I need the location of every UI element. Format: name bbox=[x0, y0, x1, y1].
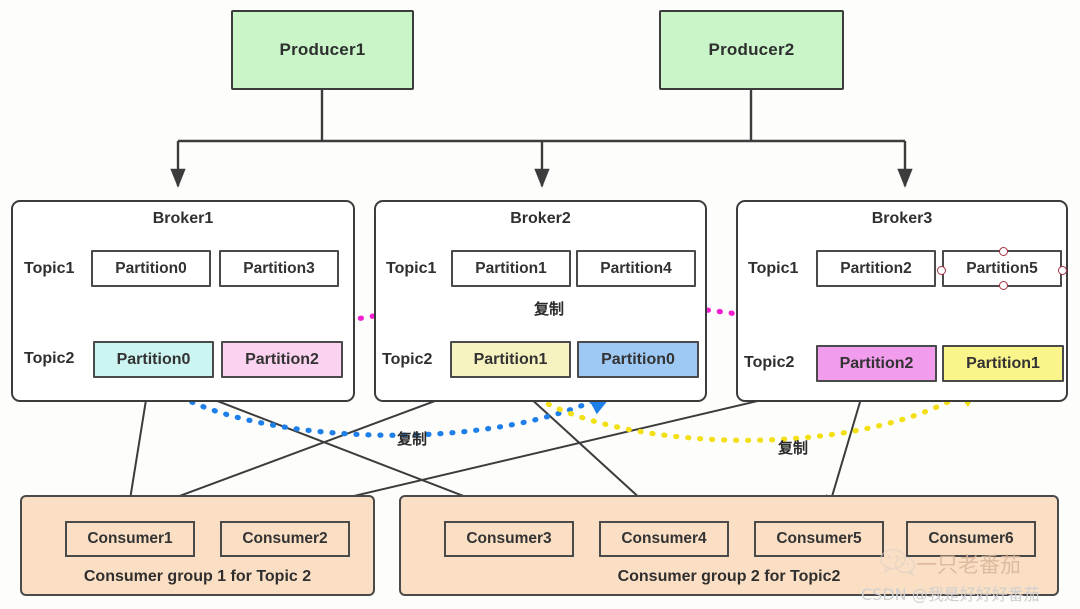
consumer-label: Consumer6 bbox=[928, 530, 1014, 547]
producer-1-label: Producer1 bbox=[279, 40, 366, 59]
selection-handle-right[interactable] bbox=[1058, 266, 1067, 275]
selection-handle-top[interactable] bbox=[999, 247, 1008, 256]
broker-1-topic1-label: Topic1 bbox=[24, 260, 75, 277]
broker-1-topic1-partition-1[interactable]: Partition3 bbox=[219, 250, 339, 287]
broker-3-container[interactable]: Broker3 Topic1 Partition2 Partition5 Top… bbox=[736, 200, 1068, 402]
consumer-2-box[interactable]: Consumer2 bbox=[220, 521, 350, 557]
consumer-5-box[interactable]: Consumer5 bbox=[754, 521, 884, 557]
partition-label: Partition0 bbox=[601, 350, 675, 368]
partition-label: Partition3 bbox=[243, 259, 315, 277]
selection-handle-left[interactable] bbox=[937, 266, 946, 275]
broker-3-topic2-label: Topic2 bbox=[744, 354, 795, 371]
producer-2-label: Producer2 bbox=[708, 40, 795, 59]
broker-2-topic2-label: Topic2 bbox=[382, 351, 433, 368]
broker-3-title: Broker3 bbox=[871, 210, 933, 227]
partition-label: Partition1 bbox=[966, 354, 1040, 372]
consumer-group-1-label: Consumer group 1 for Topic 2 bbox=[83, 568, 312, 585]
broker-3-topic1-label: Topic1 bbox=[748, 260, 799, 277]
broker-2-topic1-label: Topic1 bbox=[386, 260, 437, 277]
consumer-4-box[interactable]: Consumer4 bbox=[599, 521, 729, 557]
replication-label-magenta: 复制 bbox=[534, 300, 565, 318]
broker-3-topic2-partition-0[interactable]: Partition2 bbox=[816, 345, 937, 382]
partition-label: Partition1 bbox=[473, 350, 548, 368]
broker-2-topic1-partition-0[interactable]: Partition1 bbox=[451, 250, 571, 287]
broker-1-topic2-partition-1[interactable]: Partition2 bbox=[221, 341, 343, 378]
broker-3-topic1-partition-0[interactable]: Partition2 bbox=[816, 250, 936, 287]
partition-label: Partition2 bbox=[839, 354, 914, 372]
consumer-label: Consumer4 bbox=[621, 530, 707, 547]
broker-1-container[interactable]: Broker1 Topic1 Partition0 Partition3 Top… bbox=[11, 200, 355, 402]
partition-label: Partition4 bbox=[600, 259, 672, 277]
broker-2-title: Broker2 bbox=[510, 210, 571, 227]
broker-3-topic2-partition-1[interactable]: Partition1 bbox=[942, 345, 1064, 382]
consumer-label: Consumer2 bbox=[242, 530, 328, 547]
consumer-label: Consumer5 bbox=[776, 530, 862, 547]
broker-1-topic2-partition-0[interactable]: Partition0 bbox=[93, 341, 214, 378]
consumer-group-2-label: Consumer group 2 for Topic2 bbox=[617, 568, 841, 585]
producer-1-box[interactable]: Producer1 bbox=[231, 10, 414, 90]
producer-2-box[interactable]: Producer2 bbox=[659, 10, 844, 90]
broker-3-topic1-partition-1[interactable]: Partition5 bbox=[937, 247, 1067, 290]
broker-1-title: Broker1 bbox=[152, 210, 214, 227]
partition-label: Partition1 bbox=[475, 259, 547, 277]
broker-1-topic1-partition-0[interactable]: Partition0 bbox=[91, 250, 211, 287]
broker-2-topic2-partition-0[interactable]: Partition1 bbox=[450, 341, 571, 378]
partition-label: Partition5 bbox=[966, 259, 1038, 277]
consumer-group-2-container[interactable]: Consumer3 Consumer4 Consumer5 Consumer6 … bbox=[399, 495, 1059, 596]
partition-label: Partition2 bbox=[245, 350, 319, 368]
consumer-label: Consumer1 bbox=[87, 530, 173, 547]
broker-2-topic2-partition-1[interactable]: Partition0 bbox=[577, 341, 699, 378]
partition-label: Partition2 bbox=[840, 259, 912, 277]
consumer-group-1-container[interactable]: Consumer1 Consumer2 Consumer group 1 for… bbox=[20, 495, 375, 596]
broker-2-topic1-partition-1[interactable]: Partition4 bbox=[576, 250, 696, 287]
replication-label-yellow: 复制 bbox=[778, 439, 809, 457]
consumer-1-box[interactable]: Consumer1 bbox=[65, 521, 195, 557]
broker-1-topic2-label: Topic2 bbox=[24, 350, 75, 367]
producer-broker-connectors bbox=[170, 90, 913, 188]
replication-label-blue: 复制 bbox=[397, 430, 428, 448]
consumer-3-box[interactable]: Consumer3 bbox=[444, 521, 574, 557]
selection-handle-bottom[interactable] bbox=[999, 281, 1008, 290]
partition-label: Partition0 bbox=[115, 259, 187, 277]
broker-2-container[interactable]: Broker2 Topic1 Partition1 Partition4 Top… bbox=[374, 200, 707, 402]
partition-label: Partition0 bbox=[116, 350, 191, 368]
consumer-label: Consumer3 bbox=[466, 530, 552, 547]
consumer-6-box[interactable]: Consumer6 bbox=[906, 521, 1036, 557]
